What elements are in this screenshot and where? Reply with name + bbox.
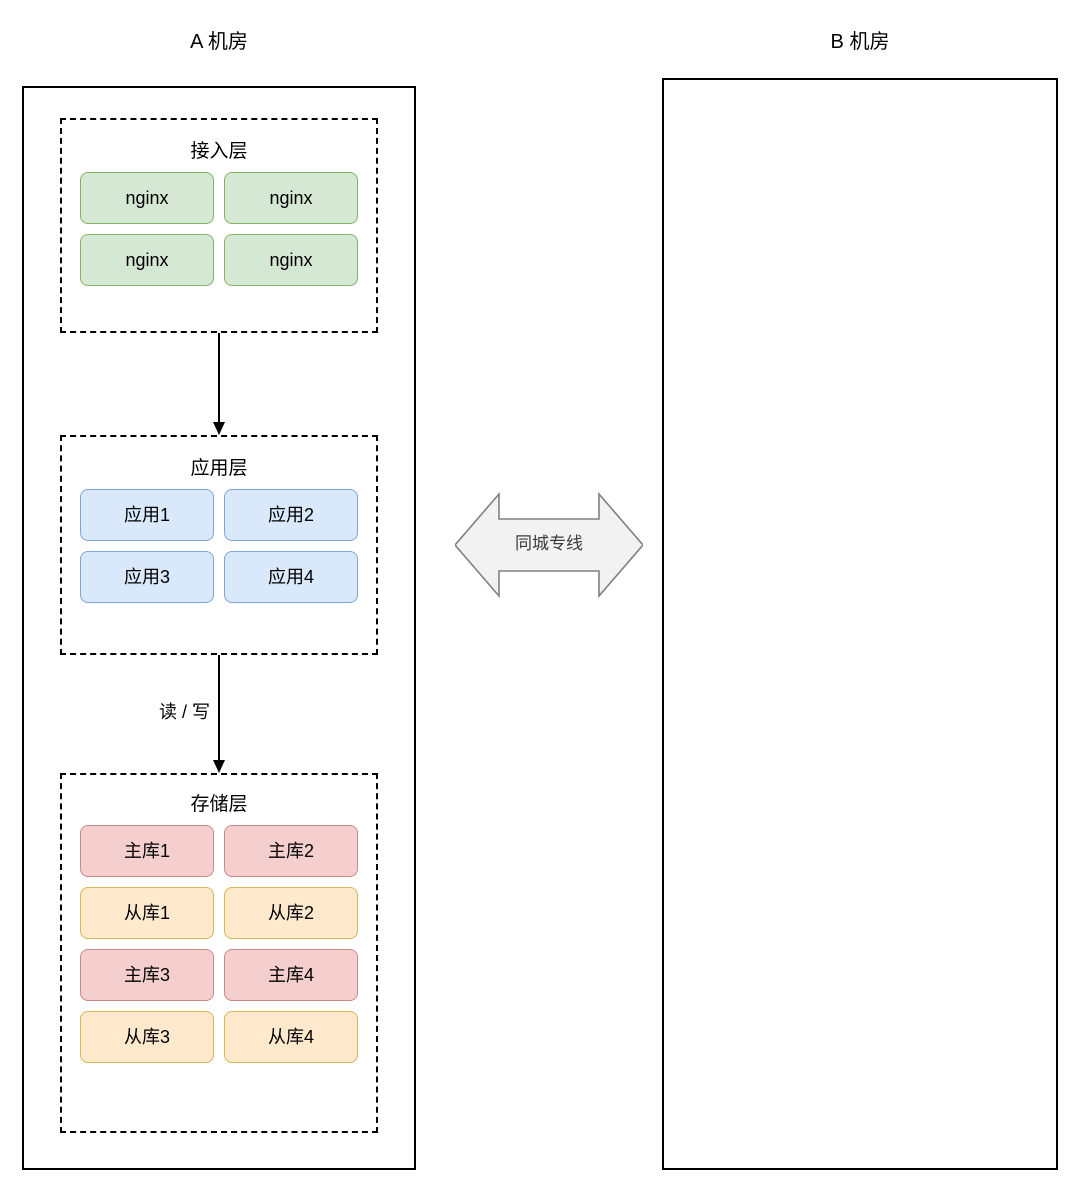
datacenter-b-title: B 机房: [830, 31, 890, 53]
intercity-link-arrow-icon: [455, 488, 643, 602]
arrow-head-down-icon: [213, 422, 225, 435]
layer-application: 应用层 应用1 应用2 应用3 应用4: [60, 435, 378, 655]
layer-storage: 存储层 主库1 主库2 从库1 从库2 主库3 主库4 从库3 从库4: [60, 773, 378, 1133]
layer-storage-node-grid: 主库1 主库2 从库1 从库2 主库3 主库4 从库3 从库4: [80, 825, 358, 1063]
connector-access-to-app-arrow: [213, 333, 225, 435]
node-replica-db-2[interactable]: 从库2: [224, 887, 358, 939]
node-nginx-1[interactable]: nginx: [80, 172, 214, 224]
node-replica-db-3[interactable]: 从库3: [80, 1011, 214, 1063]
node-primary-db-3[interactable]: 主库3: [80, 949, 214, 1001]
layer-access: 接入层 nginx nginx nginx nginx: [60, 118, 378, 333]
intercity-link-label: 同城专线: [515, 534, 583, 553]
arrow-head-down-icon: [213, 760, 225, 773]
node-replica-db-1[interactable]: 从库1: [80, 887, 214, 939]
node-primary-db-4[interactable]: 主库4: [224, 949, 358, 1001]
layer-application-node-grid: 应用1 应用2 应用3 应用4: [80, 489, 358, 603]
node-nginx-3[interactable]: nginx: [80, 234, 214, 286]
connector-access-to-app-stem: [218, 333, 221, 423]
node-app-3[interactable]: 应用3: [80, 551, 214, 603]
layer-access-title: 接入层: [190, 141, 248, 162]
connector-read-write-label: 读 / 写: [158, 702, 210, 722]
connector-app-to-storage-stem: [218, 655, 221, 761]
connector-app-to-storage-arrow: [213, 655, 225, 773]
node-primary-db-2[interactable]: 主库2: [224, 825, 358, 877]
layer-storage-title: 存储层: [190, 794, 248, 815]
datacenter-a-title: A 机房: [190, 31, 248, 53]
node-app-4[interactable]: 应用4: [224, 551, 358, 603]
node-app-1[interactable]: 应用1: [80, 489, 214, 541]
node-replica-db-4[interactable]: 从库4: [224, 1011, 358, 1063]
node-nginx-2[interactable]: nginx: [224, 172, 358, 224]
node-app-2[interactable]: 应用2: [224, 489, 358, 541]
layer-access-node-grid: nginx nginx nginx nginx: [80, 172, 358, 286]
node-primary-db-1[interactable]: 主库1: [80, 825, 214, 877]
node-nginx-4[interactable]: nginx: [224, 234, 358, 286]
datacenter-b-box: [662, 78, 1058, 1170]
layer-application-title: 应用层: [190, 458, 248, 479]
